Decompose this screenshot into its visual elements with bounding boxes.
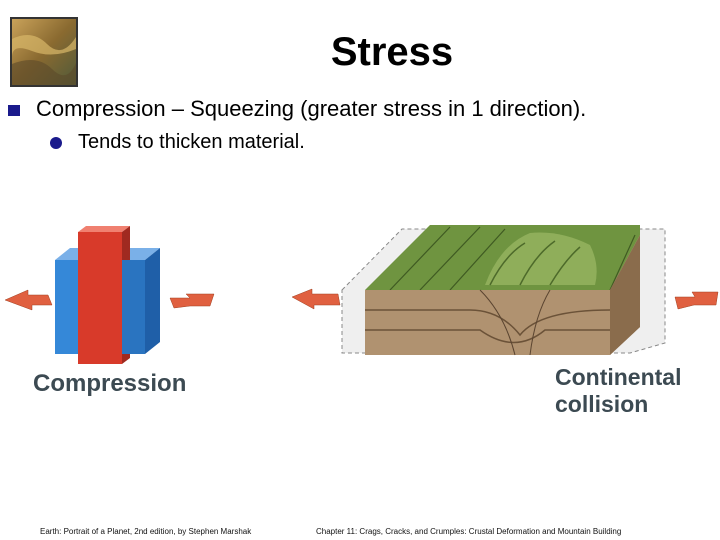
continental-collision-diagram <box>291 225 719 356</box>
right-arrow-icon <box>169 293 215 309</box>
main-bullet-text: Compression – Squeezing (greater stress … <box>36 96 587 121</box>
continental-collision-label-line1: Continental <box>555 364 682 390</box>
slide-title: Stress <box>330 30 454 74</box>
continental-collision-label: Continental collision <box>555 364 682 418</box>
right-arrow-icon <box>674 291 719 310</box>
round-bullet-icon <box>50 136 62 149</box>
continental-collision-label-line2: collision <box>555 391 649 417</box>
left-arrow-icon <box>4 289 53 311</box>
left-arrow-icon <box>291 288 341 310</box>
compression-diagram <box>4 226 215 364</box>
sub-bullet: Tends to thicken material. <box>50 131 305 154</box>
sub-bullet-text: Tends to thicken material. <box>78 131 305 153</box>
footer-citation: Earth: Portrait of a Planet, 2nd edition… <box>40 527 252 536</box>
footer-chapter: Chapter 11: Crags, Cracks, and Crumples:… <box>316 527 622 536</box>
main-bullet: Compression – Squeezing (greater stress … <box>8 96 586 122</box>
square-bullet-icon <box>8 104 20 116</box>
compression-label: Compression <box>33 370 187 397</box>
rock-thumbnail-image <box>10 17 78 87</box>
